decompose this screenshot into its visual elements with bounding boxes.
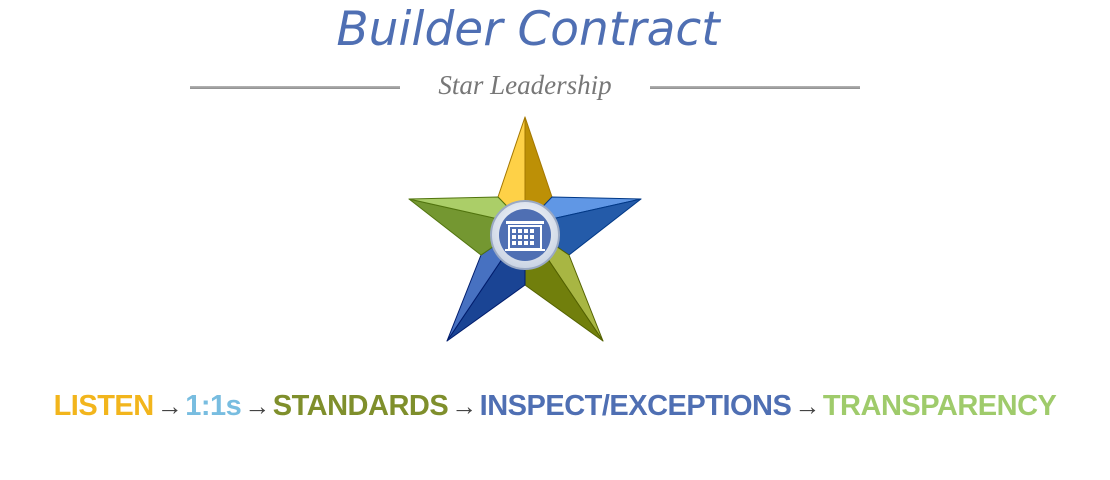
star-emblem [405, 115, 645, 345]
page-subtitle: Star Leadership [438, 70, 612, 100]
building-icon [505, 221, 545, 251]
left-divider [190, 86, 400, 89]
arrow-right-icon: → [244, 390, 270, 421]
flow-step-standards: STANDARDS [272, 389, 449, 422]
flow-step-listen: LISTEN [53, 389, 155, 422]
flow-step-inspect-exceptions: INSPECT/EXCEPTIONS [479, 389, 792, 422]
page-title: Builder Contract [336, 2, 720, 57]
arrow-right-icon: → [156, 390, 183, 421]
subtitle-row: Star Leadership [190, 70, 860, 106]
right-divider [650, 86, 860, 89]
flow-step-transparency: TRANSPARENCY [822, 389, 1057, 422]
leadership-flow: LISTEN → 1:1s → STANDARDS → INSPECT/EXCE… [0, 384, 1110, 428]
arrow-right-icon: → [451, 390, 477, 421]
star-icon [408, 116, 642, 342]
flow-step-one-on-ones: 1:1s [185, 389, 242, 422]
arrow-right-icon: → [794, 390, 820, 421]
